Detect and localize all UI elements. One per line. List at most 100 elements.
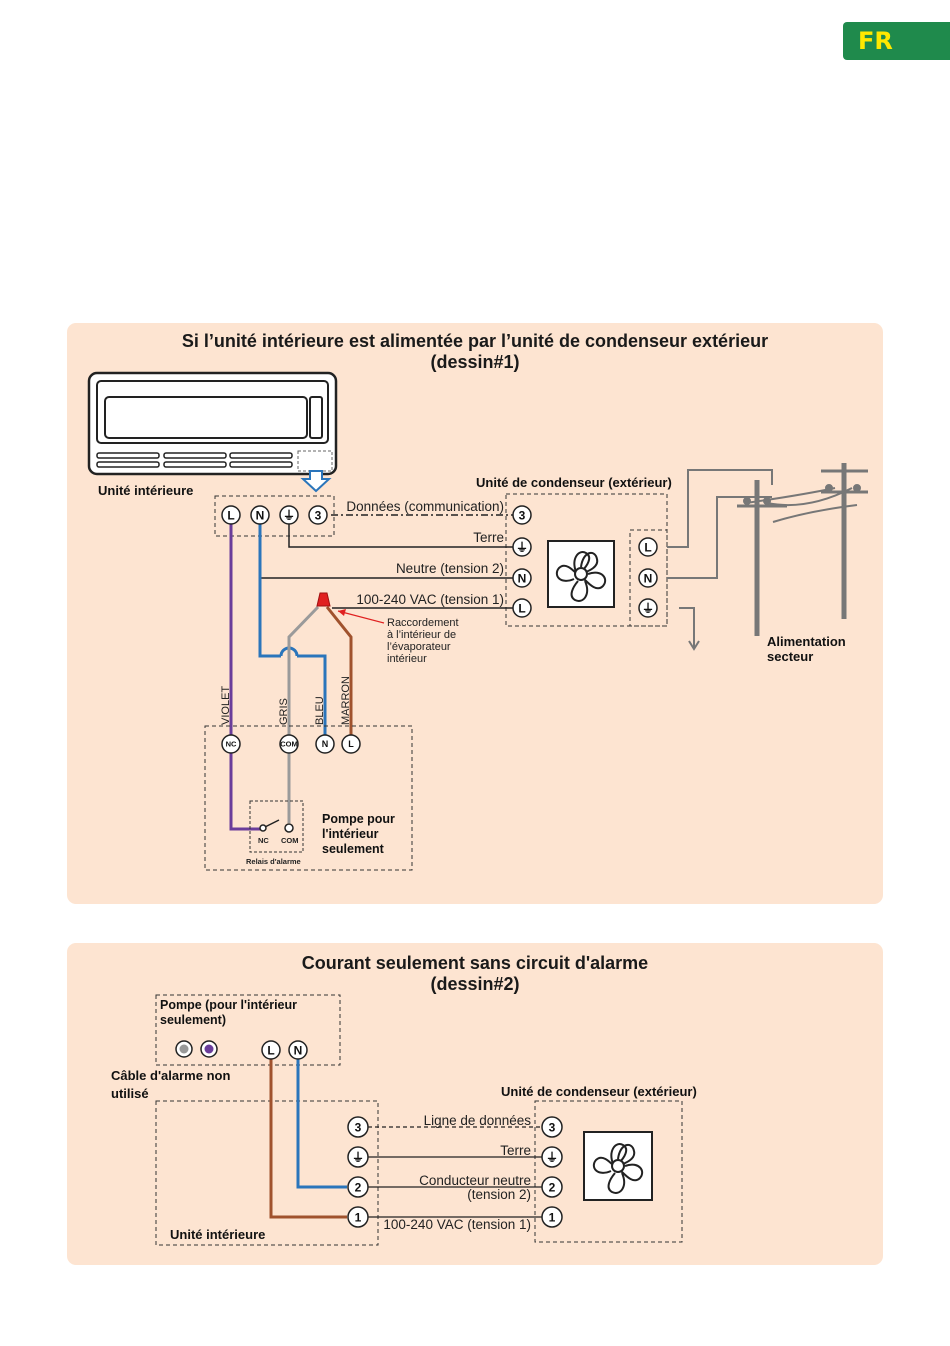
unused-alarm-label: Câble d'alarme non utilisé <box>111 1068 234 1101</box>
indoor-terminal-1: N <box>250 505 270 525</box>
relay-label: Relais d'alarme <box>246 857 301 866</box>
wire-connector-icon <box>316 592 331 607</box>
fan-icon-2 <box>583 1131 653 1201</box>
connection-note: Raccordement à l’intérieur de l’évaporat… <box>387 617 462 665</box>
indoor-terminal-2: ⏚ <box>279 505 299 525</box>
diagram-2-title-line2: (dessin#2) <box>430 974 520 994</box>
condenser-box-2 <box>534 1100 683 1243</box>
indoor2-terminal-2: 2 <box>347 1176 369 1198</box>
indoor2-terminal-1-label: ⏚ <box>352 1150 364 1164</box>
relay-box <box>249 800 304 853</box>
condenser2-terminal-2-label: 2 <box>549 1180 556 1194</box>
wiring-diagram-1: Unité intérieure Unité de condenseur (ex… <box>87 371 868 871</box>
pump-terminal-0: NC <box>221 734 241 754</box>
diagram-1-title-line2: (dessin#1) <box>430 352 520 372</box>
indoor-terminal-0-label: L <box>227 508 234 522</box>
pump2-terminal-1: N <box>288 1040 308 1060</box>
condenser-terminal-1: ⏚ <box>512 537 532 557</box>
diagram-1-panel: Si l’unité intérieure est alimentée par … <box>67 323 883 904</box>
data-wire-label: Données (communication) <box>346 499 504 514</box>
mains-label: Alimentation secteur <box>767 634 849 664</box>
language-badge: FR <box>843 22 950 60</box>
pump-terminal-3: L <box>341 734 361 754</box>
condenser2-terminal-1-label: ⏚ <box>546 1150 558 1164</box>
condenser-terminal-3: L <box>512 598 532 618</box>
note-arrow <box>337 610 385 624</box>
condenser-label: Unité de condenseur (extérieur) <box>476 475 672 490</box>
indoor-label-2: Unité intérieure <box>170 1227 265 1242</box>
blue-wire-2 <box>296 1059 347 1189</box>
condenser2-terminal-1: ⏚ <box>541 1146 563 1168</box>
indoor-terminal-3: 3 <box>308 505 328 525</box>
diagram-2-title-line1: Courant seulement sans circuit d'alarme <box>301 953 649 973</box>
indoor2-terminal-0-label: 3 <box>355 1120 362 1134</box>
pump-terminal-1-label: COM <box>280 740 298 749</box>
indoor-terminal-box <box>214 495 335 537</box>
pump-label-2: Pompe (pour l'intérieur seulement) <box>160 998 301 1027</box>
diagram-1-title: Si l’unité intérieure est alimentée par … <box>67 331 883 373</box>
diagram-1-title-line1: Si l’unité intérieure est alimentée par … <box>181 331 769 351</box>
supply-terminal-0: L <box>638 537 658 557</box>
brown-wire <box>325 606 353 736</box>
indoor-unit-label: Unité intérieure <box>98 483 193 498</box>
condenser-terminal-2: N <box>512 568 532 588</box>
diagram-2-title: Courant seulement sans circuit d'alarme … <box>67 953 883 995</box>
line-wire-label: 100-240 VAC (tension 1) <box>356 592 504 607</box>
indoor2-terminal-0: 3 <box>347 1116 369 1138</box>
diagram-2-panel: Courant seulement sans circuit d'alarme … <box>67 943 883 1265</box>
relay-com-label: COM <box>281 836 299 845</box>
condenser-label-2: Unité de condenseur (extérieur) <box>501 1084 697 1099</box>
supply-terminal-2-label: ⏚ <box>642 601 654 615</box>
brown-label: MARRON <box>340 676 352 725</box>
neutral-wire-label-2: Conducteur neutre <box>419 1173 531 1188</box>
indoor-unit-icon <box>87 371 338 493</box>
violet-label: VIOLET <box>220 686 232 725</box>
indoor-box-2 <box>155 1100 379 1246</box>
condenser-terminal-1-label: ⏚ <box>516 540 528 554</box>
indoor-terminal-0: L <box>221 505 241 525</box>
earth-wire <box>288 524 522 548</box>
grey-wire <box>287 605 320 736</box>
indoor-terminal-1-label: N <box>256 508 265 522</box>
earth-wire-label: Terre <box>473 530 504 545</box>
condenser2-terminal-0: 3 <box>541 1116 563 1138</box>
line-wire-label-2: 100-240 VAC (tension 1) <box>383 1217 531 1232</box>
supply-terminal-1-label: N <box>644 571 653 585</box>
indoor2-terminal-3-label: 1 <box>355 1210 362 1224</box>
indoor-terminal-2-label: ⏚ <box>283 508 295 522</box>
supply-terminal-0-label: L <box>644 540 651 554</box>
pump2-terminal-0-label: L <box>267 1043 274 1057</box>
pump-box-2 <box>155 994 341 1066</box>
grey-label: GRIS <box>278 698 290 725</box>
wiring-diagram-2: Pompe (pour l'intérieur seulement) Câble… <box>111 994 697 1246</box>
power-pole-icon <box>667 463 868 651</box>
supply-terminal-1: N <box>638 568 658 588</box>
pump-terminal-3-label: L <box>348 739 354 749</box>
fan-icon <box>547 540 615 608</box>
neutral-wire-label: Neutre (tension 2) <box>396 561 504 576</box>
condenser2-terminal-3: 1 <box>541 1206 563 1228</box>
brown-wire-2 <box>269 1059 347 1219</box>
data-wire-label-2: Ligne de données <box>424 1113 532 1128</box>
condenser-terminal-0-label: 3 <box>519 508 526 522</box>
condenser2-terminal-0-label: 3 <box>549 1120 556 1134</box>
pump-terminal-2: N <box>315 734 335 754</box>
pump-terminal-1: COM <box>279 734 299 754</box>
condenser2-terminal-3-label: 1 <box>549 1210 556 1224</box>
condenser2-terminal-2: 2 <box>541 1176 563 1198</box>
blue-wire <box>258 524 281 658</box>
pump-terminal-0-label: NC <box>226 740 237 749</box>
blue-label: BLEU <box>314 696 326 725</box>
condenser-terminal-3-label: L <box>518 601 525 615</box>
indoor2-terminal-3: 1 <box>347 1206 369 1228</box>
pump-label: Pompe pour l'intérieur seulement <box>322 812 398 856</box>
condenser-terminal-2-label: N <box>518 571 527 585</box>
earth-wire-label-2: Terre <box>500 1143 531 1158</box>
pump2-terminal-1-label: N <box>294 1043 303 1057</box>
indoor2-terminal-1: ⏚ <box>347 1146 369 1168</box>
indoor2-terminal-2-label: 2 <box>355 1180 362 1194</box>
pump-terminal-2-label: N <box>322 739 329 749</box>
supply-terminal-2: ⏚ <box>638 598 658 618</box>
neutral-wire-label-2b: (tension 2) <box>467 1187 531 1202</box>
indoor-terminal-3-label: 3 <box>315 508 322 522</box>
